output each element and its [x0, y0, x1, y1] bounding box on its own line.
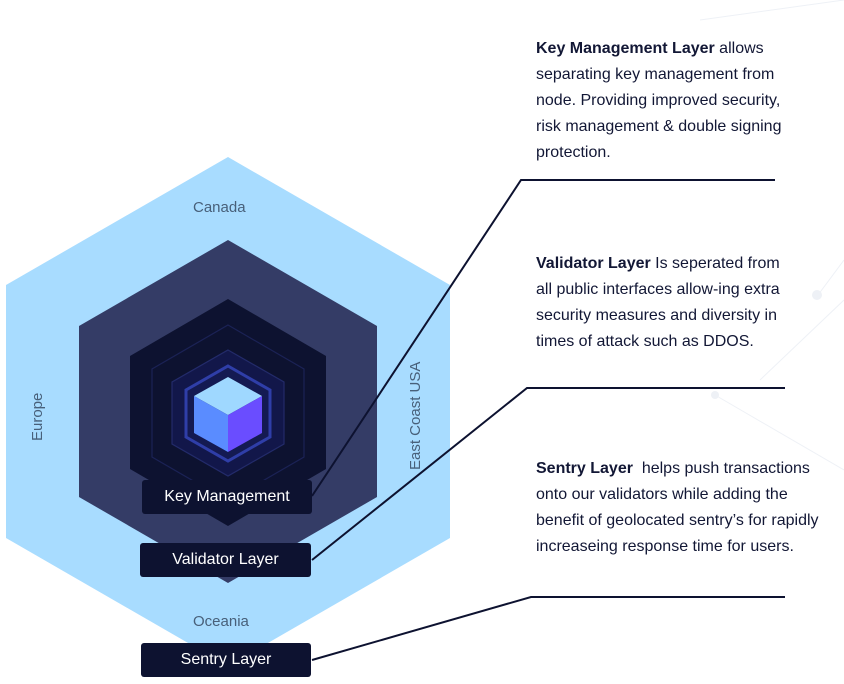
network-node: [711, 391, 719, 399]
region-label-east: East Coast USA: [407, 361, 424, 470]
network-node: [812, 290, 822, 300]
cube-icon: [194, 377, 262, 452]
sentry-text: helps push transactions onto our validat…: [536, 460, 823, 555]
background-network: [699, 0, 844, 471]
validator-description: Validator Layer Is seperated from all pu…: [536, 251, 800, 355]
validator-title: Validator Layer: [536, 255, 651, 272]
region-label-north: Canada: [193, 199, 246, 216]
key-management-title: Key Management Layer: [536, 40, 715, 57]
validator-leader-line: [311, 387, 785, 561]
key-management-text: allows separating key management from no…: [536, 40, 782, 161]
key-management-badge[interactable]: Key Management: [142, 480, 312, 514]
sentry-description: Sentry Layer helps push transactions ont…: [536, 456, 838, 560]
sentry-title: Sentry Layer: [536, 460, 633, 477]
sentry-leader-line: [311, 596, 785, 661]
validator-text: Is seperated from all public interfaces …: [536, 255, 780, 350]
validator-layer-badge[interactable]: Validator Layer: [140, 543, 311, 577]
region-label-west: Europe: [29, 392, 46, 441]
key-management-leader-line: [311, 179, 775, 497]
region-label-south: Oceania: [193, 613, 249, 630]
key-management-description: Key Management Layer allows separating k…: [536, 36, 786, 166]
sentry-layer-badge[interactable]: Sentry Layer: [141, 643, 311, 677]
